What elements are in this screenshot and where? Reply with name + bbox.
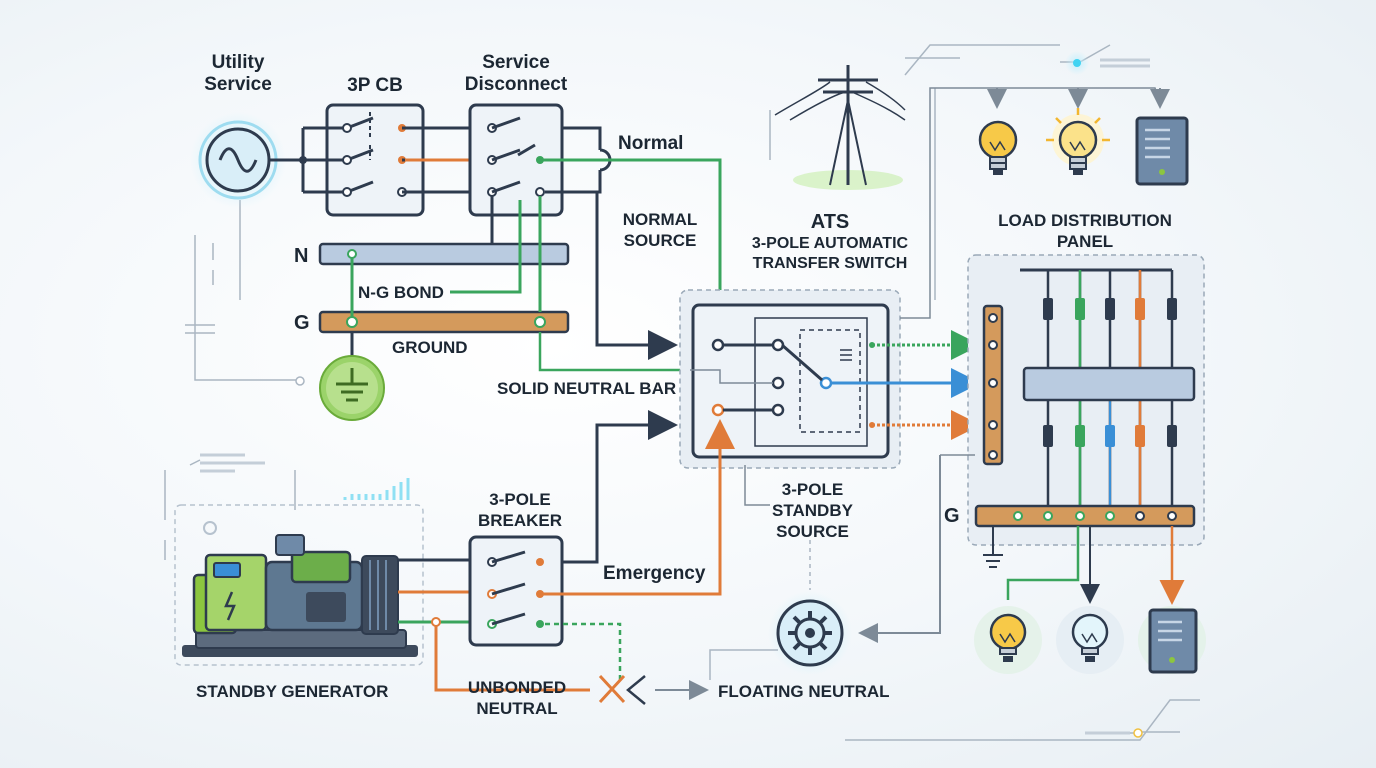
service-disconnect-label-line2: Disconnect (464, 74, 568, 95)
three-pole-breaker-box (468, 535, 564, 647)
normal-source-label-line1: NORMAL (622, 210, 698, 229)
load-panel-label-line1: LOAD DISTRIBUTION (998, 211, 1172, 230)
panel-g-label: G (944, 505, 960, 527)
generator-icon (182, 534, 418, 657)
light-bulb-icon (974, 606, 1042, 674)
ng-bond-label: N-G BOND (358, 283, 444, 302)
ats-label: ATS (810, 211, 850, 233)
glow-dot (1065, 51, 1089, 75)
unbonded-neutral-label-line2: NEUTRAL (476, 699, 558, 718)
ats-sub-label-line2: TRANSFER SWITCH (752, 255, 908, 272)
standby-generator-label: STANDBY GENERATOR (196, 682, 389, 701)
normal-source-label-line2: SOURCE (623, 231, 697, 250)
gear-icon (768, 591, 852, 675)
ac-source-icon (190, 112, 286, 208)
normal-source-green-line (543, 158, 735, 336)
panel-breakers (1043, 298, 1177, 447)
emergency-orange-line (543, 419, 735, 596)
neutral-bar (318, 242, 570, 266)
floating-neutral-label: FLOATING NEUTRAL (718, 682, 890, 701)
server-icon (1138, 606, 1206, 674)
decorative-lines (164, 44, 1200, 741)
ground-bar (318, 310, 570, 334)
generator-dashed-frame (174, 504, 424, 666)
text-lines-decoration (200, 58, 1150, 735)
g-bar-label: G (294, 312, 310, 334)
standby-source-label-line3: SOURCE (776, 522, 849, 541)
service-disconnect-label-line1: Service (482, 52, 550, 73)
ground-icon (319, 355, 385, 421)
standby-source-label-line1: 3-POLE (781, 480, 844, 499)
ats-box (679, 289, 901, 469)
n-bar-label: N (294, 245, 309, 267)
service-disconnect-box (468, 103, 564, 217)
breaker-label-line2: BREAKER (477, 511, 563, 530)
ground-label: GROUND (392, 338, 468, 357)
unbonded-neutral-label-line1: UNBONDED (467, 678, 567, 697)
top-feed-arrows (987, 88, 1170, 109)
signal-bars (343, 478, 410, 500)
load-panel-label-line2: PANEL (1056, 232, 1114, 251)
emergency-dark-line (562, 410, 678, 564)
ats-sub-label-line1: 3-POLE AUTOMATIC (751, 235, 909, 252)
ng-bond-wire (350, 200, 522, 318)
light-bulb-icon (1046, 108, 1110, 175)
normal-source-dark-line (595, 192, 678, 360)
standby-source-label-line2: STANDBY (772, 501, 853, 520)
utility-pole-icon (774, 65, 906, 190)
light-bulb-icon (978, 120, 1018, 175)
breaker-label-line1: 3-POLE (489, 490, 551, 509)
solid-neutral-bar-label: SOLID NEUTRAL BAR (497, 379, 677, 398)
utility-service-label-line1: Utility (211, 52, 265, 73)
break-x-icon (598, 674, 646, 705)
cb-3p-label: 3P CB (347, 75, 403, 96)
normal-label: Normal (618, 133, 684, 154)
server-icon (1135, 116, 1189, 186)
utility-service-label-line2: Service (204, 74, 272, 95)
emergency-label: Emergency (603, 563, 706, 584)
light-bulb-icon (1056, 606, 1124, 674)
